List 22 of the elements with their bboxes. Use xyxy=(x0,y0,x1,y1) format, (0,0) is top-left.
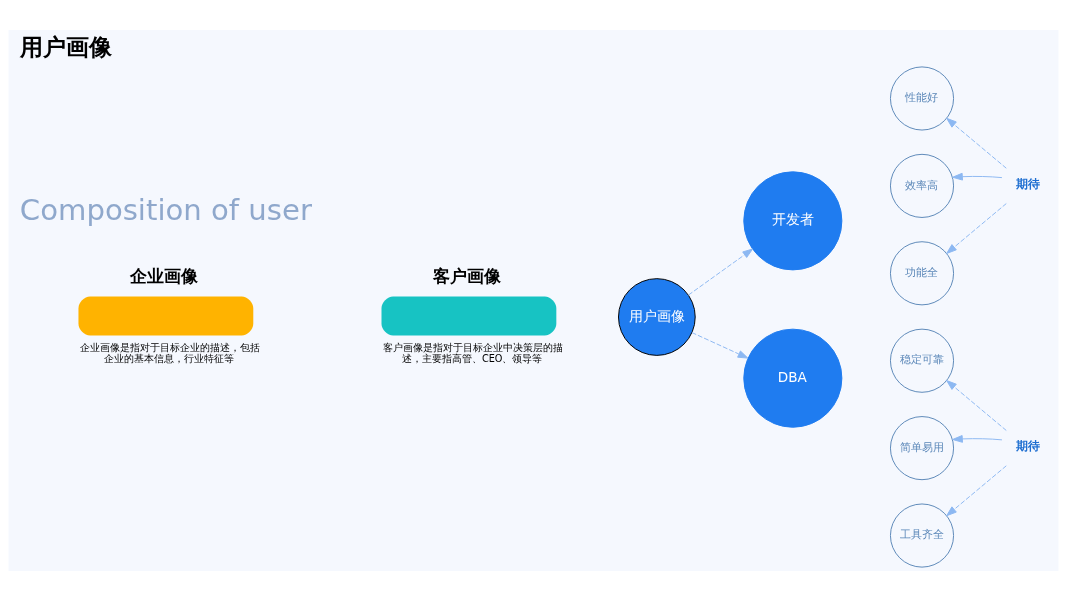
arrow xyxy=(946,202,1007,254)
arrow xyxy=(946,117,1007,169)
node-box-text xyxy=(381,296,557,335)
node-circle: 效率高 xyxy=(889,153,955,218)
node-box-text xyxy=(78,296,254,335)
node-text: 期待 xyxy=(1016,438,1041,453)
node-label: 客户画像 xyxy=(433,265,502,286)
arrow xyxy=(952,172,1003,181)
node-label: 企业画像是指对于目标企业的描述，包括企业的基本信息，行业特征等 xyxy=(80,341,261,364)
node-circle: 用户画像 xyxy=(618,277,696,356)
arrow xyxy=(946,464,1007,516)
arrow xyxy=(688,248,754,295)
label: Composition of user xyxy=(19,192,312,227)
node-text: 期待 xyxy=(1016,176,1041,191)
arrow xyxy=(946,379,1007,431)
node-circle: 简单易用 xyxy=(889,415,955,480)
node-label: 客户画像是指对于目标企业中决策层的描述，主要指高管、CEO、领导等 xyxy=(383,341,564,364)
node-label: 企业画像 xyxy=(130,265,199,286)
node-circle: DBA xyxy=(743,328,843,428)
arrow xyxy=(952,434,1003,443)
diagram-title: 用户画像 xyxy=(20,32,113,60)
arrow xyxy=(691,331,749,359)
